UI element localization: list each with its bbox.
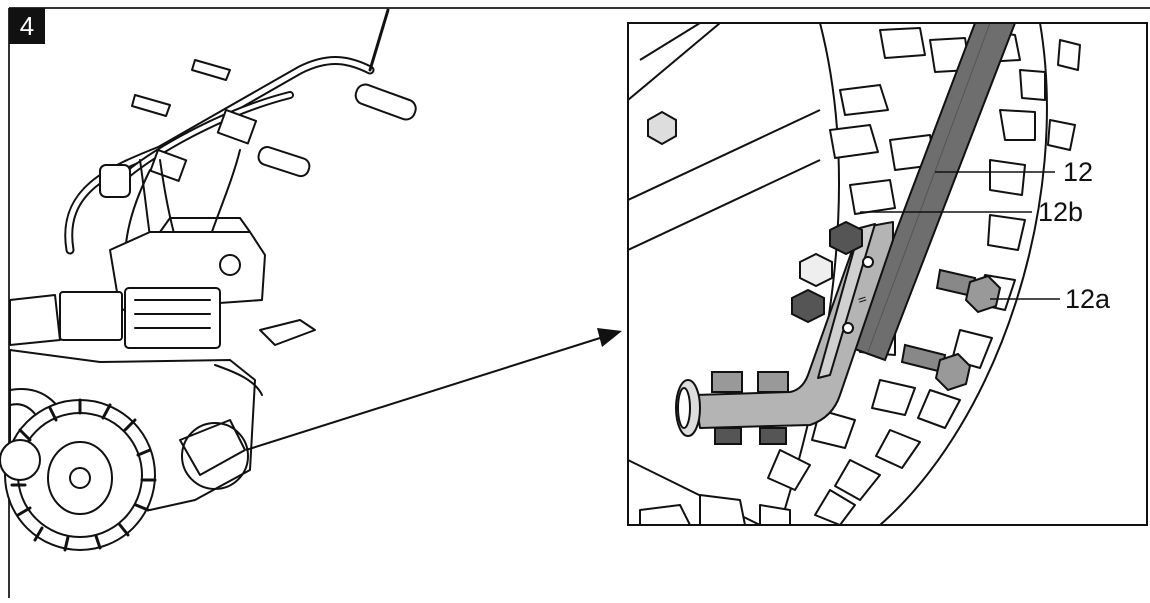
svg-text:II: II: [855, 296, 867, 305]
nut-icon: [647, 110, 677, 146]
detail-view: II: [628, 23, 1147, 525]
nut-icon: [791, 220, 863, 324]
tire-tread-icon: [639, 23, 1081, 525]
bolt-icon: [675, 371, 789, 445]
detail-zoom-circle-icon: [181, 422, 249, 490]
callout-12b: 12b: [1038, 197, 1084, 227]
snow-thrower-machine-icon: [0, 8, 417, 552]
pointer-arrow-icon: [245, 328, 622, 451]
figure-number: 4: [9, 8, 45, 44]
callout-12: 12: [1063, 157, 1094, 187]
callout-12a: 12a: [1065, 284, 1111, 314]
mounting-bracket-icon: II: [694, 221, 894, 429]
bolt-icon: [900, 268, 1002, 392]
detail-frame: [627, 22, 1148, 526]
